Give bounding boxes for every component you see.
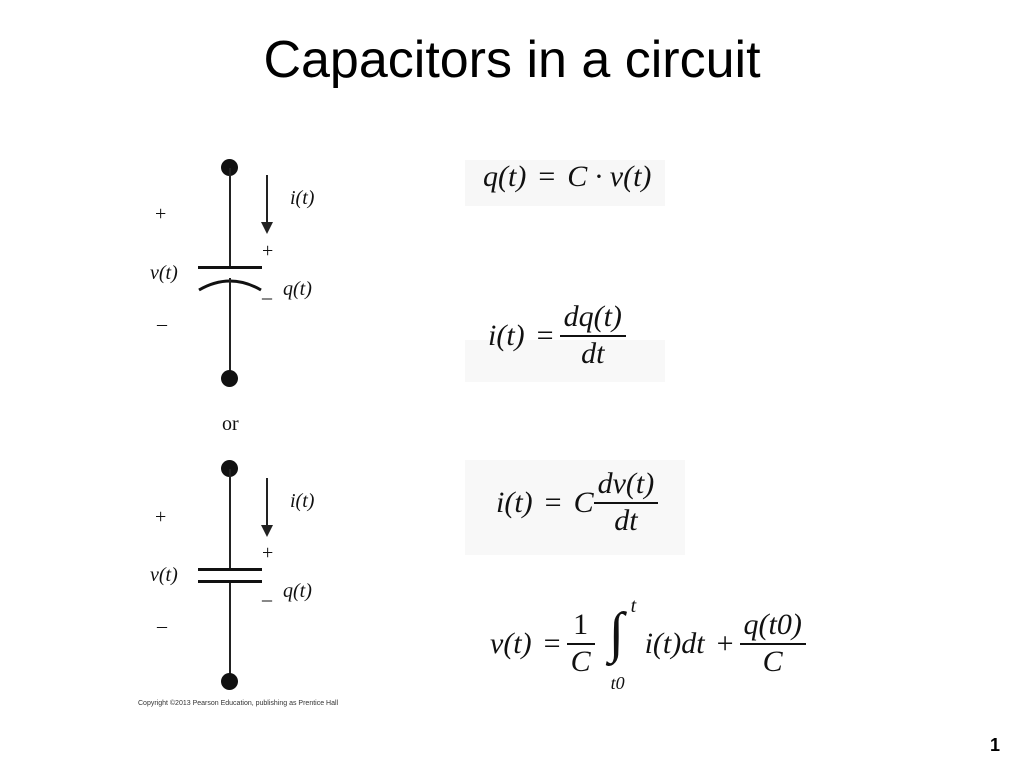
eq3-denominator: dt bbox=[614, 503, 638, 537]
wire-bottom-lower bbox=[229, 583, 231, 678]
wire-top-lower bbox=[229, 278, 231, 378]
integral-symbol-icon: ∫ t t0 bbox=[605, 595, 641, 693]
eq2-denominator: dt bbox=[581, 336, 605, 370]
scan-artifact bbox=[465, 160, 665, 206]
current-arrow-icon bbox=[261, 222, 273, 234]
integral-upper-limit: t bbox=[630, 594, 637, 617]
equation-current-from-charge: i(t) = dq(t) dt bbox=[488, 300, 632, 371]
equation-voltage-integral: v(t) = 1 C ∫ t t0 i(t)dt + q(t0) C bbox=[490, 595, 812, 693]
integral-lower-limit: t0 bbox=[610, 672, 625, 693]
or-label: or bbox=[222, 413, 239, 435]
charge-label: q(t) bbox=[283, 278, 312, 300]
eq2-numerator: dq(t) bbox=[563, 300, 622, 333]
eq1-lhs: q(t) bbox=[483, 160, 527, 193]
eq4-plus: + bbox=[716, 626, 734, 660]
capacitor-plate-lower bbox=[198, 580, 262, 583]
charge-minus-sign: _ bbox=[262, 280, 272, 302]
eq4-lhs: v(t) bbox=[490, 626, 532, 660]
eq2-lhs: i(t) bbox=[488, 318, 525, 352]
copyright-notice: Copyright ©2013 Pearson Education, publi… bbox=[138, 700, 339, 707]
terminal-top-node bbox=[221, 159, 238, 176]
terminal-bottom-node bbox=[221, 370, 238, 387]
voltage-label: v(t) bbox=[150, 564, 178, 586]
eq4-equals: = bbox=[543, 626, 561, 660]
eq4-fraction-1: 1 C bbox=[566, 608, 595, 679]
voltage-plus-sign: + bbox=[155, 506, 167, 528]
eq4-denominator-2: C bbox=[762, 644, 783, 678]
eq4-denominator-1: C bbox=[570, 644, 591, 678]
charge-plus-sign: + bbox=[262, 240, 274, 262]
eq1-rhs: C · v(t) bbox=[567, 160, 652, 193]
voltage-minus-sign: – bbox=[157, 313, 167, 335]
current-arrow-icon bbox=[261, 525, 273, 537]
voltage-label: v(t) bbox=[150, 262, 178, 284]
scan-artifact bbox=[465, 460, 685, 555]
current-label: i(t) bbox=[290, 490, 315, 512]
current-arrow-shaft bbox=[266, 175, 268, 223]
eq4-fraction-2: q(t0) C bbox=[739, 608, 806, 679]
wire-top-upper bbox=[229, 168, 231, 267]
eq4-numerator-2: q(t0) bbox=[743, 608, 802, 641]
slide-title: Capacitors in a circuit bbox=[263, 31, 761, 89]
eq2-equals: = bbox=[536, 318, 554, 352]
voltage-plus-sign: + bbox=[155, 203, 167, 225]
charge-plus-sign: + bbox=[262, 542, 274, 564]
capacitor-plate-flat bbox=[198, 266, 262, 269]
eq3-lhs: i(t) bbox=[496, 485, 533, 519]
eq3-fraction: dv(t) dt bbox=[593, 467, 659, 538]
eq1-equals: = bbox=[538, 160, 556, 193]
charge-minus-sign: _ bbox=[262, 582, 272, 604]
integral-sign: ∫ bbox=[608, 601, 624, 664]
terminal-top-node bbox=[221, 460, 238, 477]
eq3-equals: = bbox=[544, 485, 562, 519]
equation-charge: q(t) = C · v(t) bbox=[483, 160, 651, 194]
terminal-bottom-node bbox=[221, 673, 238, 690]
equation-current-from-voltage: i(t) = C dv(t) dt bbox=[496, 467, 664, 538]
current-label: i(t) bbox=[290, 187, 315, 209]
eq2-fraction: dq(t) dt bbox=[559, 300, 626, 371]
eq3-coefficient: C bbox=[573, 485, 594, 519]
capacitor-plate-upper bbox=[198, 568, 262, 571]
voltage-minus-sign: – bbox=[157, 615, 167, 637]
charge-label: q(t) bbox=[283, 580, 312, 602]
eq4-integrand: i(t)dt bbox=[644, 626, 705, 660]
wire-bottom-upper bbox=[229, 469, 231, 569]
page-number: 1 bbox=[990, 735, 1001, 755]
scan-artifact bbox=[465, 340, 665, 382]
current-arrow-shaft bbox=[266, 478, 268, 526]
eq3-numerator: dv(t) bbox=[597, 467, 655, 500]
eq4-numerator-1: 1 bbox=[573, 608, 589, 641]
